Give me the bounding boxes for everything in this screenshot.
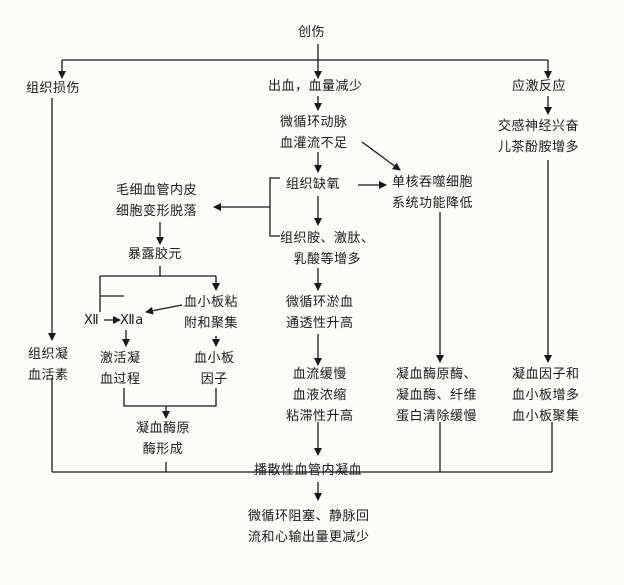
node-blood-slow: 血流缓慢血液浓缩粘滞性升高: [286, 367, 354, 424]
node-result: 微循环阻塞、静脉回流和心输出量更减少: [248, 509, 370, 545]
bracket-hypoxia-amines: [269, 177, 280, 237]
node-bleeding: 出血，血量减少: [268, 79, 363, 94]
node-dic: 播散性血管内凝血: [254, 463, 363, 478]
node-factor-increase: 凝血因子和血小板增多血小板聚集: [512, 367, 580, 424]
node-activate-coag: 激活凝血过程: [100, 351, 141, 387]
node-tissue-coag: 组织凝血活素: [28, 347, 69, 383]
node-collagen: 暴露胶元: [128, 247, 183, 262]
node-micro-artery: 微循环动脉血灌流不足: [280, 115, 348, 151]
node-hypoxia: 组织缺氧: [286, 177, 341, 192]
node-stress: 应激反应: [512, 79, 567, 94]
node-micro-stasis: 微循环淤血通透性升高: [286, 295, 354, 331]
node-clear-slow: 凝血酶原酶、凝血酶、纤维蛋白清除缓慢: [396, 367, 478, 424]
node-sympathetic: 交感神经兴奋儿茶酚胺增多: [498, 119, 580, 155]
bracket-coag-platelet: [123, 388, 217, 407]
node-capillary-endo: 毛细血管内皮细胞变形脱落: [116, 183, 198, 219]
node-xiia: Ⅻa: [120, 313, 144, 328]
node-tissue-injury: 组织损伤: [26, 81, 81, 96]
arrow-micro-artery-to-mono: [361, 141, 401, 171]
node-amines: 组织胺、激肽、乳酸等增多: [280, 231, 375, 267]
node-prothrombinase: 凝血酶原酶形成: [136, 421, 191, 457]
node-xii: Ⅻ: [84, 313, 100, 328]
node-trauma: 创伤: [298, 25, 326, 40]
arrow-platelet-to-xiia: [145, 304, 183, 315]
node-mono-phago: 单核吞噬细胞系统功能降低: [392, 175, 474, 211]
node-platelet-factor: 血小板因子: [194, 351, 235, 387]
node-platelet-adhesion: 血小板粘附和聚集: [184, 295, 239, 331]
